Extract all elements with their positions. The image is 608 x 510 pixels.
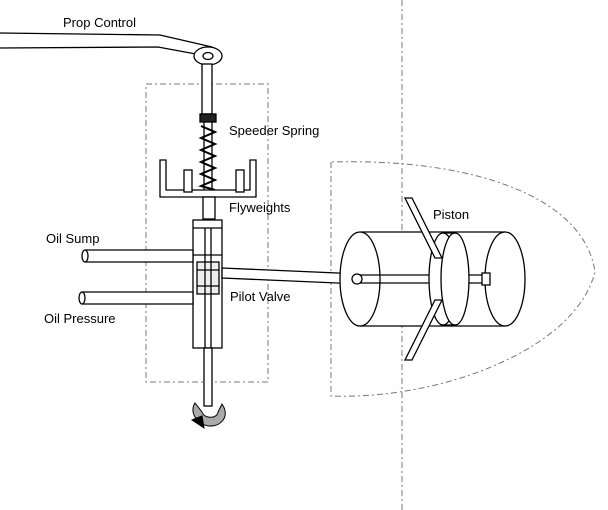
prop-control-linkage bbox=[0, 32, 223, 115]
oil-sump-pipe bbox=[81, 249, 194, 263]
speeder-spring-label: Speeder Spring bbox=[229, 123, 319, 138]
pilot-valve bbox=[192, 219, 223, 407]
blade-links bbox=[403, 197, 444, 361]
propeller-hub-outline bbox=[330, 161, 596, 397]
prop-control-label: Prop Control bbox=[63, 15, 136, 30]
oil-sump-label: Oil Sump bbox=[46, 231, 99, 246]
piston-oil-line bbox=[221, 267, 361, 285]
speeder-spring bbox=[198, 113, 218, 192]
pilot-valve-label: Pilot Valve bbox=[230, 289, 290, 304]
rotation-arrow-icon bbox=[190, 402, 226, 430]
flyweights bbox=[159, 159, 257, 220]
flyweights-label: Flyweights bbox=[229, 200, 291, 215]
piston-label: Piston bbox=[433, 207, 469, 222]
oil-pressure-label: Oil Pressure bbox=[44, 311, 116, 326]
oil-pressure-pipe bbox=[78, 291, 194, 305]
